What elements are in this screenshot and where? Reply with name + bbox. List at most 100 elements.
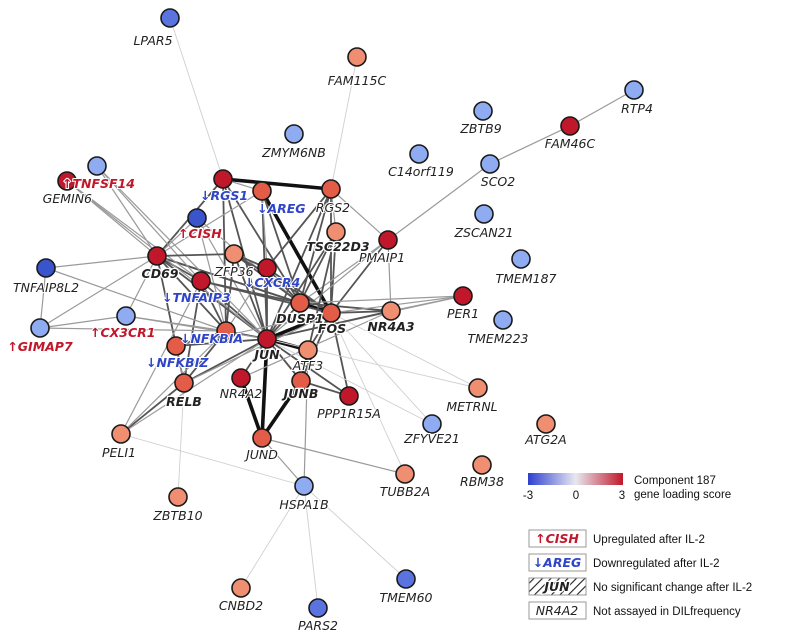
node-fam46c[interactable] (560, 116, 580, 136)
edge-rgs1-lpar5 (169, 17, 224, 180)
node-c14orf119[interactable] (409, 144, 429, 164)
node-tmem223[interactable] (493, 310, 513, 330)
edge-areg-dusp1 (261, 190, 301, 304)
node-lpar5[interactable] (160, 8, 180, 28)
node-label-gemin6: GEMIN6 (43, 191, 92, 206)
node-pmaip1[interactable] (378, 230, 398, 250)
node-nr4a2[interactable] (231, 368, 251, 388)
node-label-per1: PER1 (447, 306, 479, 321)
node-nr4a3[interactable] (381, 301, 401, 321)
edge-gimap7-nfkbia (39, 327, 227, 332)
node-gimap7[interactable] (30, 318, 50, 338)
node-nfkbia[interactable] (216, 321, 236, 341)
edge-rgs2-jun (266, 188, 332, 340)
node-areg[interactable] (252, 181, 272, 201)
node-jun[interactable] (257, 329, 277, 349)
node-tnfaip8l2[interactable] (36, 258, 56, 278)
node-tmem60[interactable] (396, 569, 416, 589)
edge-gemin6-jun (96, 165, 268, 340)
node-rgs2[interactable] (321, 179, 341, 199)
node-per1[interactable] (453, 286, 473, 306)
node-gemin6[interactable] (87, 156, 107, 176)
edge-nfkbia-relb (183, 330, 227, 384)
node-label-zscan21: ZSCAN21 (453, 225, 513, 240)
node-pars2[interactable] (308, 598, 328, 618)
node-zfp36[interactable] (224, 244, 244, 264)
node-junb[interactable] (291, 371, 311, 391)
edge-rgs2-fam115c (330, 56, 358, 190)
legend-text-down: Downregulated after IL-2 (593, 558, 720, 570)
node-label-tmem223: TMEM223 (468, 331, 529, 346)
node-nfkbiz[interactable] (166, 336, 186, 356)
node-cd69[interactable] (147, 246, 167, 266)
colorbar: -3 0 3 Component 187 gene loading score (523, 473, 731, 502)
edge-jund-tubb2a (261, 437, 406, 475)
node-zscan21[interactable] (474, 204, 494, 224)
node-label-tnfsf14: ↑TNFSF14 (62, 176, 135, 191)
node-rtp4[interactable] (624, 80, 644, 100)
node-sco2[interactable] (480, 154, 500, 174)
node-label-dusp1: DUSP1 (276, 311, 323, 326)
edge-cx3cr1-jun (125, 315, 268, 340)
node-dusp1[interactable] (290, 293, 310, 313)
node-peli1[interactable] (111, 424, 131, 444)
edge-tsc22d3-dusp1 (299, 231, 337, 304)
node-label-tsc22d3: TSC22D3 (306, 239, 369, 254)
node-label-tmem60: TMEM60 (379, 590, 432, 605)
node-zfyve21[interactable] (422, 414, 442, 434)
node-relb[interactable] (174, 373, 194, 393)
node-tmem187[interactable] (511, 249, 531, 269)
node-tubb2a[interactable] (395, 464, 415, 484)
node-label-cxcr4: ↓CXCR4 (244, 275, 300, 290)
node-label-tnfaip3: ↓TNFAIP3 (162, 290, 231, 305)
node-fos[interactable] (321, 303, 341, 323)
node-ppp1r15a[interactable] (339, 386, 359, 406)
edge-tnfsf14-jun (66, 180, 268, 340)
edge-cd69-cx3cr1 (125, 255, 158, 317)
node-rgs1[interactable] (213, 169, 233, 189)
node-fam115c[interactable] (347, 47, 367, 67)
edge-cd69-tnfaip8l2 (45, 255, 158, 269)
legend-sample-notassayed: NR4A2 (536, 603, 579, 618)
node-metrnl[interactable] (468, 378, 488, 398)
edge-dusp1-per1 (299, 295, 464, 304)
colorbar-tick-high: 3 (619, 490, 625, 502)
edge-fos-nr4a3 (330, 310, 392, 314)
edge-jund-hspa1b (261, 437, 305, 487)
node-label-cx3cr1: ↑CX3CR1 (90, 325, 155, 340)
node-tsc22d3[interactable] (326, 222, 346, 242)
node-label-peli1: PELI1 (102, 445, 136, 460)
edge-zfp36-cd69 (156, 253, 235, 257)
edge-relb-fos (183, 312, 332, 384)
node-rbm38[interactable] (472, 455, 492, 475)
node-jund[interactable] (252, 428, 272, 448)
edge-areg-cd69 (156, 190, 263, 257)
node-label-tmem187: TMEM187 (496, 271, 557, 286)
edge-pmaip1-sco2 (387, 163, 491, 241)
node-atf3[interactable] (298, 340, 318, 360)
node-cnbd2[interactable] (231, 578, 251, 598)
node-zbtb10[interactable] (168, 487, 188, 507)
node-zbtb9[interactable] (473, 101, 493, 121)
node-cish[interactable] (187, 208, 207, 228)
node-atg2a[interactable] (536, 414, 556, 434)
node-cxcr4[interactable] (257, 258, 277, 278)
legend-sample-nochange: JUN (541, 579, 570, 594)
node-hspa1b[interactable] (294, 476, 314, 496)
node-label-rgs1: ↓RGS1 (200, 188, 248, 203)
node-label-fam115c: FAM115C (328, 73, 387, 88)
node-label-nr4a3: NR4A3 (367, 319, 414, 334)
node-tnfaip3[interactable] (191, 271, 211, 291)
node-tnfsf14[interactable] (57, 171, 77, 191)
node-label-pars2: PARS2 (298, 618, 338, 633)
node-label-jund: JUND (243, 447, 278, 462)
node-label-tubb2a: TUBB2A (380, 484, 430, 499)
network-labels: LPAR5FAM115CRTP4ZBTB9FAM46CZMYM6NBC14orf… (6, 32, 654, 634)
legend-swatch-notassayed (528, 601, 587, 620)
node-zmym6nb[interactable] (284, 124, 304, 144)
node-cx3cr1[interactable] (116, 306, 136, 326)
edge-junb-jund (260, 379, 303, 440)
node-label-relb: RELB (166, 394, 202, 409)
edge-rgs2-pmaip1 (330, 188, 389, 241)
